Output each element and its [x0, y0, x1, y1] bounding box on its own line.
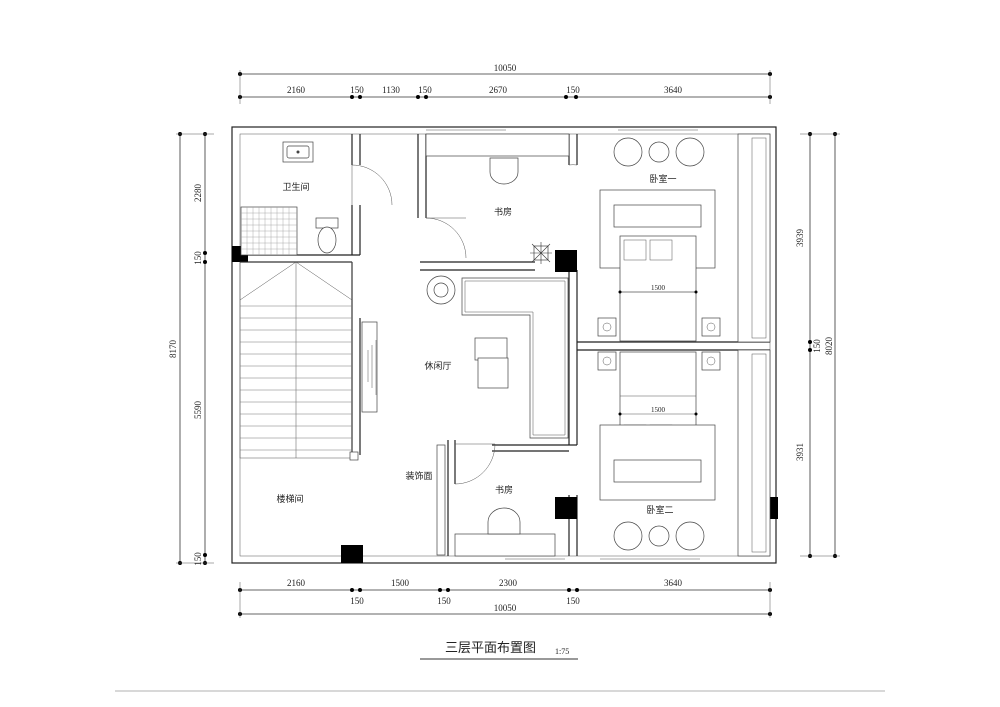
bed-width-2: 1500	[651, 406, 666, 414]
room-label-decor-wall: 装饰面	[405, 470, 432, 482]
dim-top-seg: 150	[566, 85, 580, 95]
bed-dimensions: 1500 1500	[618, 284, 698, 416]
lounge-furniture	[361, 275, 569, 439]
dim-left-seg: 150	[193, 251, 203, 265]
drawing-title: 三层平面布置图 1:75	[115, 641, 885, 692]
bedroom-1-furniture	[597, 133, 771, 343]
dim-right-seg: 150	[812, 339, 822, 353]
dim-left-seg: 5590	[193, 401, 203, 420]
room-label-study-top: 书房	[494, 206, 512, 218]
room-label-bathroom: 卫生间	[282, 181, 309, 193]
dim-top-total: 10050	[494, 63, 517, 73]
dim-bottom-small: 150	[437, 596, 451, 606]
room-label-bedroom-2: 卧室二	[646, 504, 673, 516]
bottom-dimension-chain: 2160 1500 2300 3640 150 150 150 10050	[238, 578, 772, 618]
plan-title: 三层平面布置图	[445, 641, 536, 656]
bathroom-fixtures	[240, 141, 339, 256]
dim-top-seg: 150	[418, 85, 432, 95]
dim-right-seg: 3931	[795, 443, 805, 461]
dim-left-total: 8170	[168, 340, 178, 359]
dim-bottom-seg: 3640	[664, 578, 683, 588]
staircase	[239, 261, 359, 461]
study-bottom-furniture	[454, 507, 556, 557]
study-top-furniture	[425, 133, 570, 264]
right-dimension-chain: 3939 150 3931 8020	[795, 132, 840, 558]
left-dimension-chain: 8170 2280 150 5590 150	[168, 132, 214, 566]
room-labels: 卫生间 书房 卧室一 休闲厅 楼梯间 装饰面 书房 卧室二	[276, 173, 676, 516]
dim-left-seg: 150	[193, 552, 203, 566]
dim-bottom-seg: 2160	[287, 578, 306, 588]
dim-right-seg: 3939	[795, 229, 805, 248]
plan-scale: 1:75	[555, 647, 569, 656]
dim-top-seg: 1130	[382, 85, 400, 95]
dim-bottom-total: 10050	[494, 603, 517, 613]
dim-left-seg: 2280	[193, 184, 203, 203]
dim-bottom-seg: 2300	[499, 578, 518, 588]
top-dimension-chain: 10050 2160 150 1130 150 2670 150 3640	[238, 63, 772, 104]
dim-top-seg: 150	[350, 85, 364, 95]
dim-bottom-small: 150	[350, 596, 364, 606]
bedroom-2-furniture	[597, 349, 771, 557]
room-label-study-bottom: 书房	[495, 484, 513, 496]
room-label-lounge: 休闲厅	[424, 360, 451, 372]
bed-width-1: 1500	[651, 284, 666, 292]
dim-bottom-seg: 1500	[391, 578, 410, 588]
dim-bottom-small: 150	[566, 596, 580, 606]
door-swings	[351, 164, 578, 485]
room-label-bedroom-1: 卧室一	[649, 173, 676, 185]
dim-top-seg: 3640	[664, 85, 683, 95]
dim-top-seg: 2160	[287, 85, 306, 95]
room-label-stairwell: 楼梯间	[276, 493, 303, 505]
dim-top-seg: 2670	[489, 85, 508, 95]
dim-right-total: 8020	[824, 337, 834, 356]
